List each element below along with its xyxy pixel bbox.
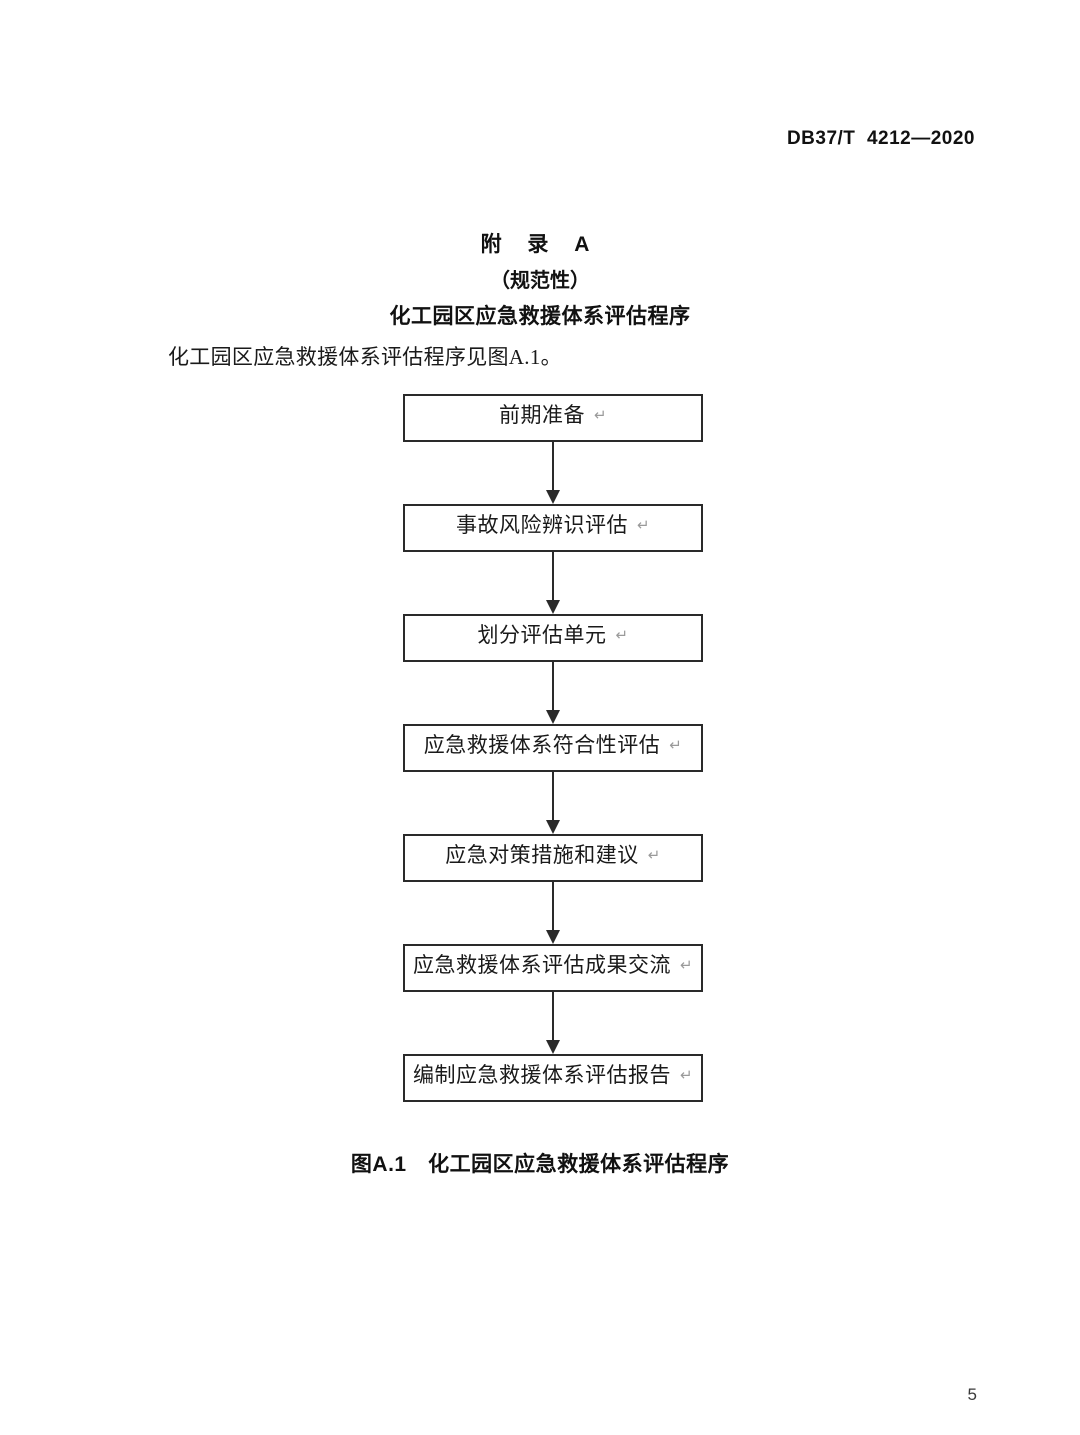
flow-node-label: 应急对策措施和建议↵: [445, 843, 661, 867]
flow-node: 应急救援体系符合性评估↵: [403, 724, 703, 772]
flow-node: 前期准备↵: [403, 394, 703, 442]
return-mark-icon: ↵: [669, 735, 683, 754]
flow-connector-arrow: [403, 882, 703, 944]
figure-caption: 图A.1 化工园区应急救援体系评估程序: [350, 1153, 730, 1176]
annex-title-block: 附 录 A （规范性） 化工园区应急救援体系评估程序: [0, 228, 1080, 334]
flow-connector-arrow: [403, 662, 703, 724]
flow-connector-arrow: [403, 992, 703, 1054]
page-number: 5: [967, 1385, 977, 1404]
evaluation-procedure-flowchart: 前期准备↵ 事故风险辨识评估↵ 划分评估单元↵ 应急救援体系符合性评估↵ 应急对…: [403, 394, 703, 1102]
arrow-down-icon: [546, 600, 560, 614]
arrow-down-icon: [546, 1040, 560, 1054]
flow-connector-arrow: [403, 442, 703, 504]
return-mark-icon: ↵: [679, 1065, 694, 1084]
flow-node-label: 应急救援体系符合性评估↵: [423, 733, 683, 757]
arrow-down-icon: [546, 490, 560, 504]
connector-line: [552, 662, 554, 714]
return-mark-icon: ↵: [679, 955, 694, 974]
connector-line: [552, 882, 554, 934]
return-mark-icon: ↵: [647, 845, 661, 864]
connector-line: [552, 772, 554, 824]
flow-node: 事故风险辨识评估↵: [403, 504, 703, 552]
flow-node: 应急对策措施和建议↵: [403, 834, 703, 882]
flow-connector-arrow: [403, 772, 703, 834]
arrow-down-icon: [546, 930, 560, 944]
flow-connector-arrow: [403, 552, 703, 614]
annex-heading: 化工园区应急救援体系评估程序: [389, 305, 691, 328]
flow-node-label: 划分评估单元↵: [477, 623, 629, 647]
annex-label: 附 录 A: [480, 233, 600, 256]
standard-number-header: DB37/T 4212—2020: [786, 128, 975, 149]
arrow-down-icon: [546, 710, 560, 724]
arrow-down-icon: [546, 820, 560, 834]
flow-node: 划分评估单元↵: [403, 614, 703, 662]
annex-kind-label: （规范性）: [490, 270, 590, 292]
return-mark-icon: ↵: [636, 515, 651, 534]
connector-line: [552, 552, 554, 604]
flow-node-label: 编制应急救援体系评估报告↵: [412, 1063, 694, 1087]
connector-line: [552, 992, 554, 1044]
connector-line: [552, 442, 554, 494]
flow-node: 编制应急救援体系评估报告↵: [403, 1054, 703, 1102]
flow-node-label: 前期准备↵: [498, 403, 608, 427]
flow-node-label: 事故风险辨识评估↵: [455, 513, 651, 537]
flow-node: 应急救援体系评估成果交流↵: [403, 944, 703, 992]
return-mark-icon: ↵: [593, 405, 608, 424]
intro-paragraph: 化工园区应急救援体系评估程序见图A.1。: [168, 345, 562, 369]
flow-node-label: 应急救援体系评估成果交流↵: [412, 953, 694, 977]
return-mark-icon: ↵: [615, 625, 629, 644]
